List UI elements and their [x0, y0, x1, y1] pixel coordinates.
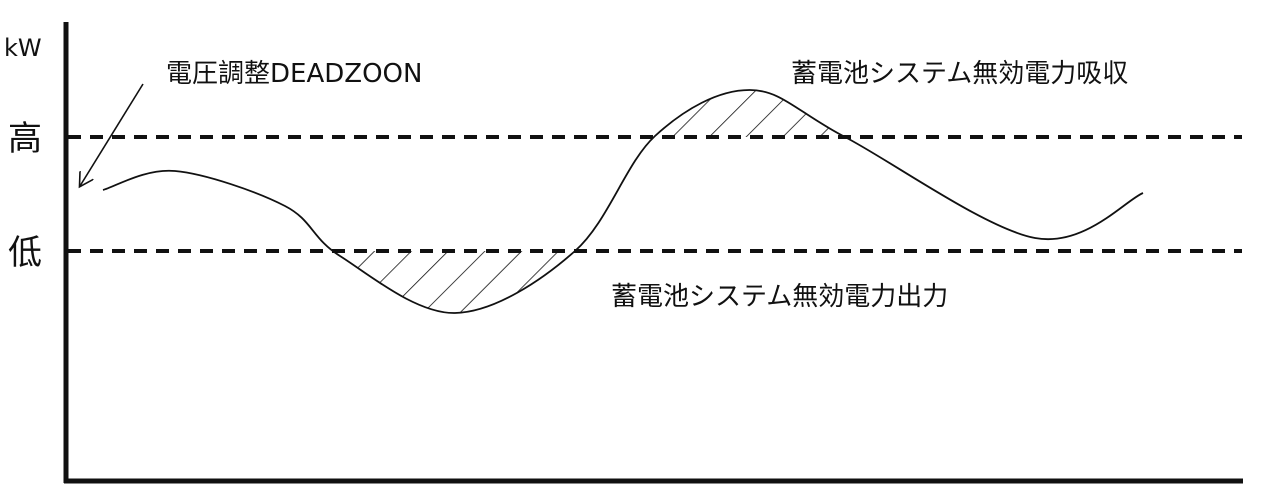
- deadzone-label: 電圧調整DEADZOON: [166, 59, 422, 89]
- output-label: 蓄電池システム無効電力出力: [611, 282, 948, 312]
- absorb-label: 蓄電池システム無効電力吸収: [791, 59, 1128, 89]
- y-axis-unit-label: kW: [4, 34, 42, 62]
- output-hatch-region: [332, 251, 575, 314]
- absorb-hatch-region: [654, 89, 845, 137]
- deadzone-arrow: [80, 83, 144, 186]
- power-curve: [102, 89, 1144, 314]
- low-level-label: 低: [8, 233, 42, 273]
- high-level-label: 高: [8, 119, 42, 159]
